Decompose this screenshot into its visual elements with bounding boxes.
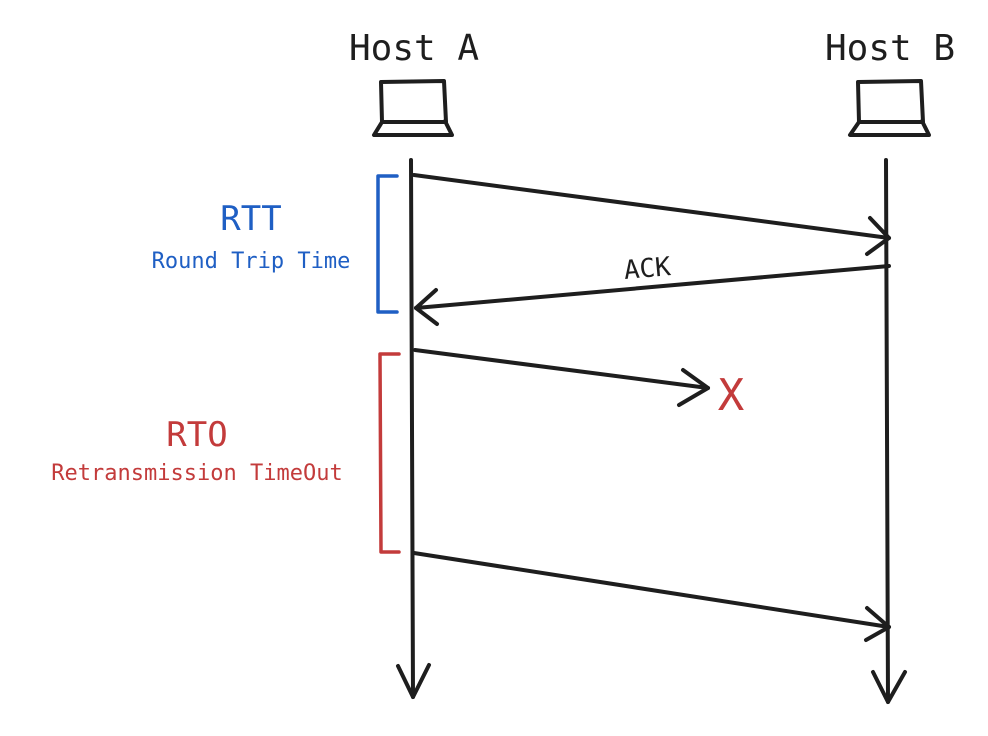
x-mark-icon: X [718,370,745,421]
host-b-timeline [871,158,907,704]
rtt-label: RTT [220,199,281,239]
host-b-label: Host B [825,28,955,69]
rtt-bracket [376,174,399,314]
laptop-icon [372,79,454,137]
host-a-label: Host A [349,28,479,69]
rto-bracket [378,352,401,554]
ack-arrow [414,264,891,326]
rto-label: RTO [166,415,227,455]
laptop-icon [848,79,931,137]
data-segment-arrow [412,173,891,256]
rtt-caption: Round Trip Time [152,249,351,274]
rto-caption: Retransmission TimeOut [51,461,342,486]
ack-label: ACK [623,252,673,286]
host-a-timeline [396,158,431,699]
retransmission-arrow [412,551,891,642]
lost-segment-arrow [413,348,710,407]
